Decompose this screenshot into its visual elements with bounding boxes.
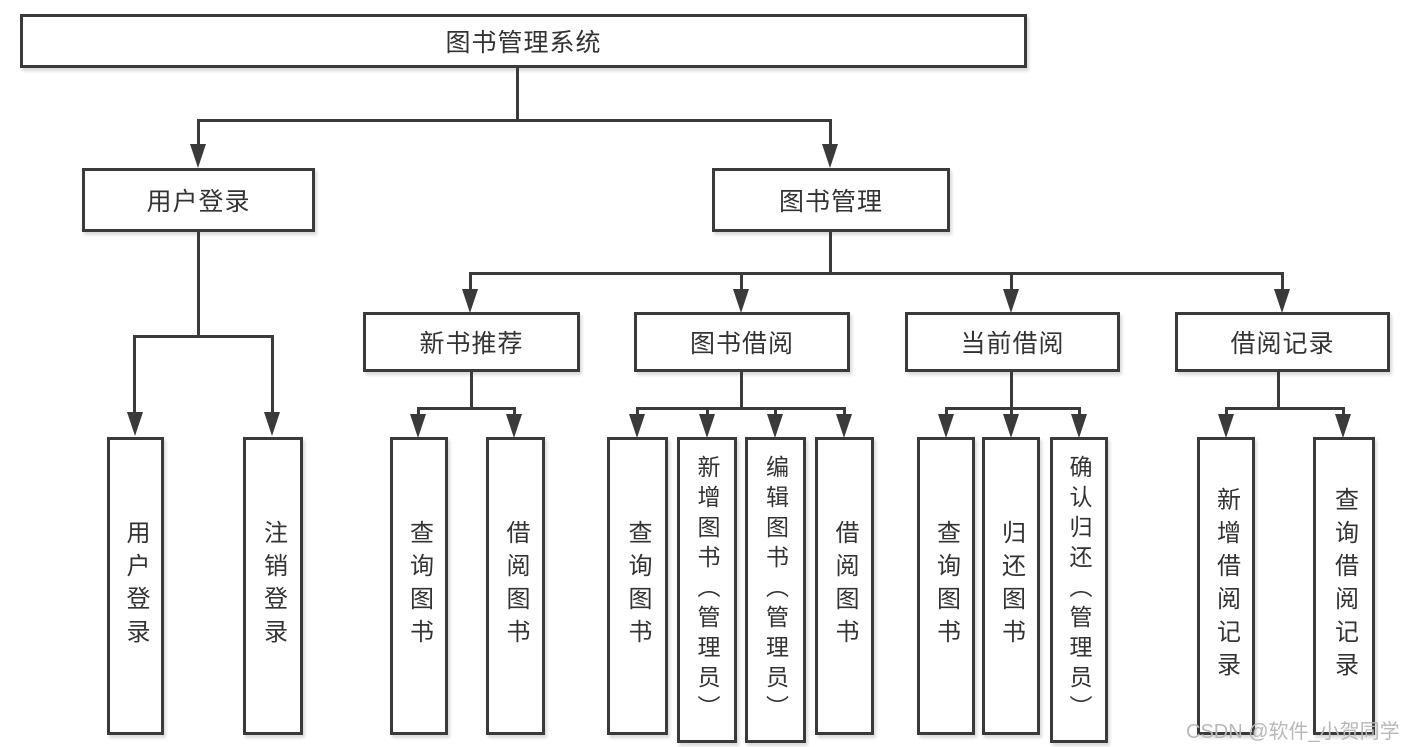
- connector-book-borrow-hline: [636, 407, 846, 410]
- connector-borrow-records-stem: [1281, 272, 1284, 291]
- arrow-down-icon: [264, 412, 280, 436]
- arrow-down-icon: [506, 414, 522, 438]
- connector-user-login-hline: [133, 335, 274, 338]
- arrow-down-icon: [1071, 414, 1087, 438]
- arrow-down-icon: [822, 144, 838, 168]
- connector-user-login-down: [197, 232, 200, 338]
- connector-borrow-records-down: [1277, 372, 1280, 410]
- leaf-user-login: 用户登录: [107, 437, 164, 735]
- connector-book-borrow-stem: [740, 272, 743, 291]
- arrow-down-icon: [1003, 414, 1019, 438]
- connector-stem: [1078, 407, 1081, 417]
- node-current-borrow: 当前借阅: [905, 312, 1120, 372]
- node-new-book-recommend: 新书推荐: [363, 312, 580, 372]
- arrow-down-icon: [127, 412, 143, 436]
- connector-stem: [945, 407, 948, 417]
- connector-stem: [1010, 407, 1013, 417]
- node-book-management: 图书管理: [712, 168, 950, 232]
- node-root-library-management-system: 图书管理系统: [20, 14, 1027, 68]
- arrow-down-icon: [699, 414, 715, 438]
- arrow-down-icon: [190, 144, 206, 168]
- connector-stem: [843, 407, 846, 417]
- connector-root-stem: [516, 68, 519, 122]
- arrow-down-icon: [938, 414, 954, 438]
- arrow-down-icon: [767, 414, 783, 438]
- leaf-borrow-book-recommend: 借阅图书: [486, 437, 545, 735]
- connector-stem: [774, 407, 777, 417]
- connector-current-borrow-stem: [1010, 272, 1013, 291]
- leaf-edit-book-admin: 编辑图书（管理员）: [745, 437, 806, 743]
- leaf-confirm-return-admin: 确认归还（管理员）: [1050, 437, 1108, 743]
- connector-leaf-logout-stem: [271, 335, 274, 413]
- connector-new-book-down: [470, 372, 473, 410]
- arrow-down-icon: [1003, 289, 1019, 313]
- leaf-query-book-recommend: 查询图书: [390, 437, 448, 735]
- connector-leaf-user-login-stem: [133, 335, 136, 413]
- connector-stem: [1225, 407, 1228, 417]
- node-user-login: 用户登录: [82, 168, 315, 232]
- arrow-down-icon: [1274, 289, 1290, 313]
- connector-new-book-stem: [469, 272, 472, 291]
- connector-stem: [513, 407, 516, 417]
- connector-borrow-records-hline: [1225, 407, 1345, 410]
- connector-current-borrow-down: [1010, 372, 1013, 410]
- arrow-down-icon: [462, 289, 478, 313]
- leaf-add-borrow-record: 新增借阅记录: [1197, 437, 1255, 735]
- leaf-query-borrow-record: 查询借阅记录: [1313, 437, 1375, 735]
- connector-stem: [636, 407, 639, 417]
- connector-book-management-stem: [829, 119, 832, 146]
- connector-book-borrow-down: [740, 372, 743, 410]
- arrow-down-icon: [733, 289, 749, 313]
- connector-stem: [417, 407, 420, 417]
- leaf-return-book: 归还图书: [982, 437, 1040, 735]
- leaf-add-book-admin: 新增图书（管理员）: [677, 437, 737, 743]
- connector-new-book-hline: [417, 407, 516, 410]
- leaf-logout-login: 注销登录: [243, 437, 303, 735]
- arrow-down-icon: [836, 414, 852, 438]
- leaf-borrow-book-borrow: 借阅图书: [815, 437, 874, 735]
- connector-current-borrow-hline: [945, 407, 1081, 410]
- node-book-borrow: 图书借阅: [634, 312, 850, 372]
- leaf-query-book-borrow: 查询图书: [607, 437, 668, 735]
- arrow-down-icon: [1218, 414, 1234, 438]
- arrow-down-icon: [410, 414, 426, 438]
- leaf-query-book-current: 查询图书: [917, 437, 975, 735]
- connector-root-hline: [197, 119, 832, 122]
- node-borrow-records: 借阅记录: [1175, 312, 1390, 372]
- connector-book-management-down: [829, 232, 832, 275]
- arrow-down-icon: [629, 414, 645, 438]
- connector-user-login-stem: [197, 119, 200, 146]
- connector-book-management-hline: [469, 272, 1284, 275]
- arrow-down-icon: [1335, 414, 1351, 438]
- connector-stem: [1342, 407, 1345, 417]
- csdn-watermark: CSDN @软件_小贺同学: [1186, 721, 1400, 743]
- connector-stem: [706, 407, 709, 417]
